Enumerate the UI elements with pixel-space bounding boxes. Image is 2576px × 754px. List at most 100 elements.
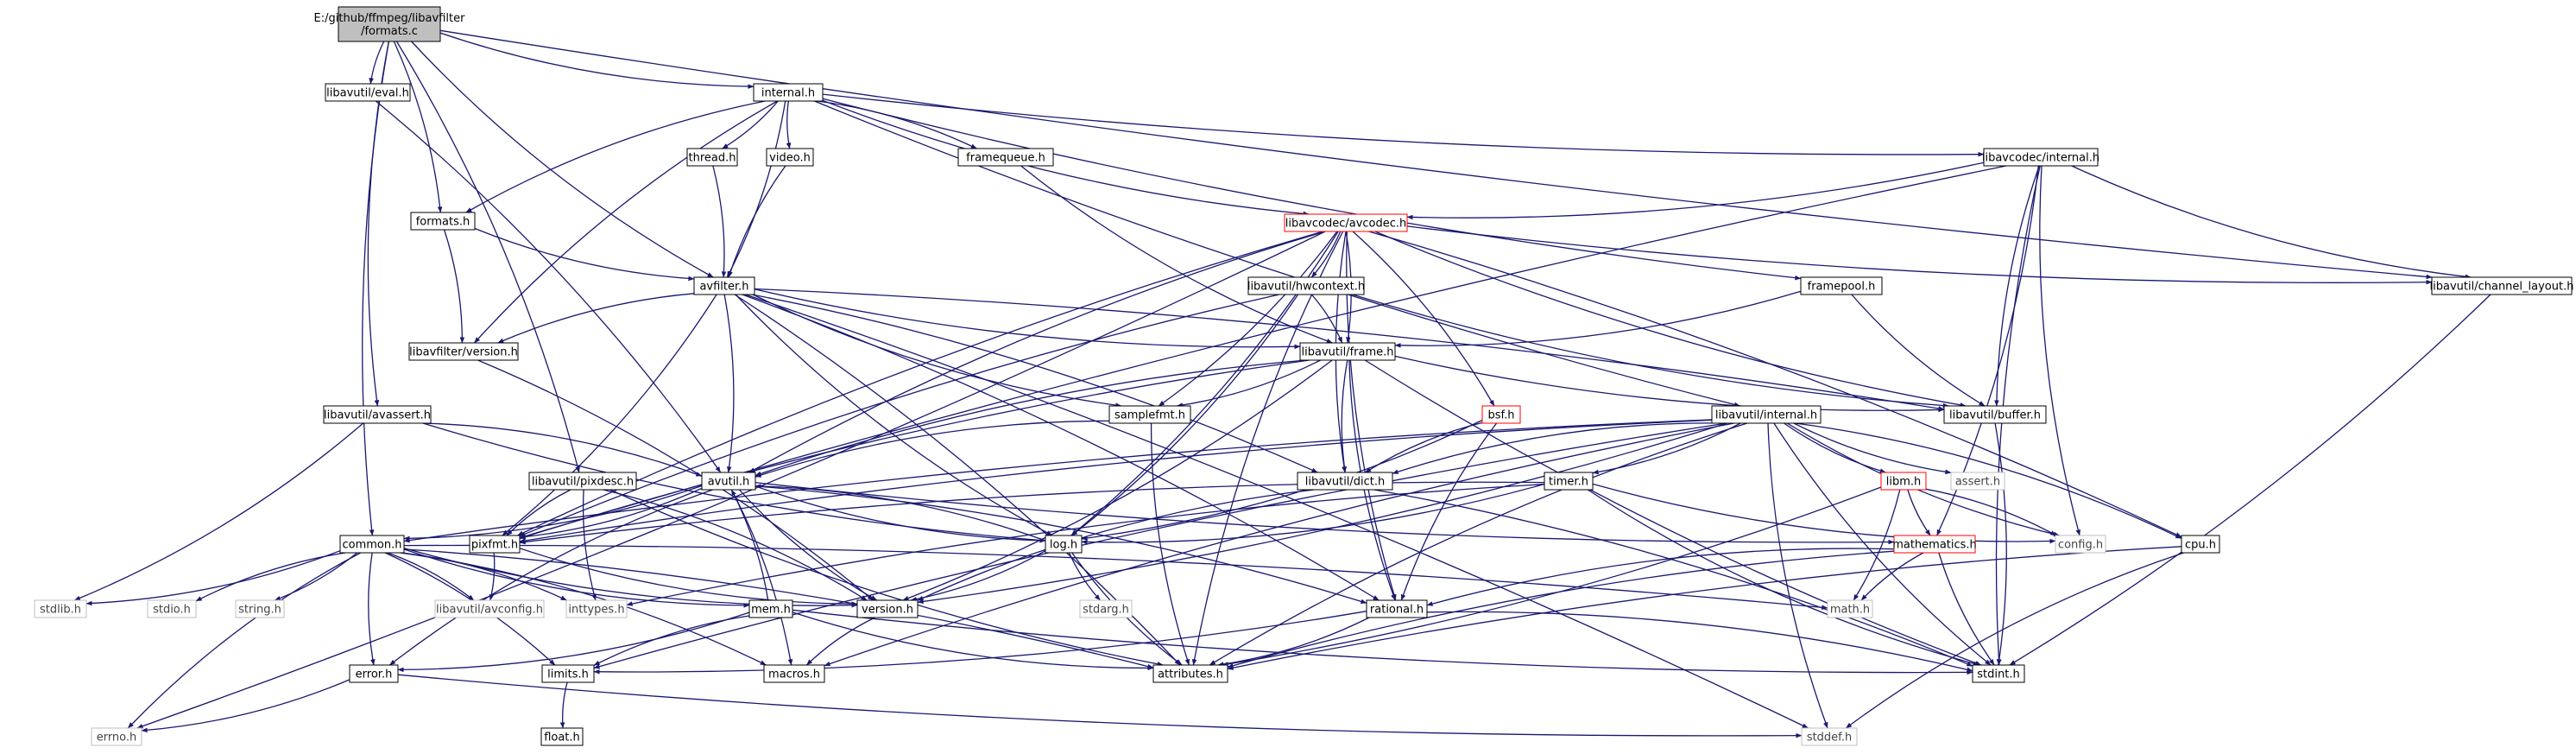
node-label: macros.h bbox=[768, 668, 820, 681]
node-label: E:/github/ffmpeg/libavfilter bbox=[314, 12, 466, 25]
node-pixdesc-h[interactable]: libavutil/pixdesc.h bbox=[528, 472, 637, 491]
node-stdint-h[interactable]: stdint.h bbox=[1972, 664, 2025, 683]
node-label: avutil.h bbox=[708, 476, 750, 489]
edge-lavu_internal_h-to-cpu_h bbox=[1795, 422, 2182, 539]
edge-hwcontext_h-to-buffer_h bbox=[1352, 294, 1949, 409]
edge-frame_h-to-stdint_h bbox=[1364, 359, 1982, 666]
node-formats-c: E:/github/ffmpeg/libavfilter/formats.c bbox=[314, 6, 466, 42]
node-label: libavutil/hwcontext.h bbox=[1247, 281, 1365, 294]
edge-avfilter_h-to-samplefmt_h bbox=[752, 294, 1122, 408]
node-box bbox=[1247, 276, 1365, 295]
node-box bbox=[1880, 472, 1927, 491]
node-box bbox=[753, 83, 824, 102]
edge-formats_c-to-eval_h bbox=[369, 41, 385, 85]
node-mem-h[interactable]: mem.h bbox=[748, 599, 793, 618]
node-box bbox=[469, 535, 521, 554]
node-box bbox=[856, 599, 919, 618]
node-frame-h[interactable]: libavutil/frame.h bbox=[1299, 342, 1396, 361]
node-box bbox=[565, 599, 628, 618]
node-label: bsf.h bbox=[1487, 409, 1514, 422]
node-mathematics-h[interactable]: mathematics.h bbox=[1892, 535, 1977, 554]
node-common-h[interactable]: common.h bbox=[339, 535, 405, 554]
node-video-h[interactable]: video.h bbox=[766, 148, 814, 167]
node-pixfmt-h[interactable]: pixfmt.h bbox=[469, 535, 521, 554]
node-rational-h[interactable]: rational.h bbox=[1366, 599, 1428, 618]
node-version-h[interactable]: version.h bbox=[856, 599, 919, 618]
node-version-lavfi[interactable]: libavfilter/version.h bbox=[408, 342, 519, 361]
edge-mem_h-to-avutil_h bbox=[730, 489, 769, 601]
edge-common_h-to-error_h bbox=[368, 552, 376, 666]
edge-internal_h-to-avcodec_h bbox=[822, 99, 1310, 217]
node-avfilter-h[interactable]: avfilter.h bbox=[693, 276, 755, 295]
node-label: limits.h bbox=[547, 668, 589, 681]
node-attributes-h[interactable]: attributes.h bbox=[1152, 664, 1228, 683]
node-box bbox=[1544, 472, 1594, 491]
node-label: math.h bbox=[1830, 604, 1870, 617]
node-label: common.h bbox=[343, 539, 402, 552]
edge-internal_h-to-avfilter_h bbox=[726, 100, 786, 278]
node-label: samplefmt.h bbox=[1114, 409, 1185, 422]
edge-lavu_internal_h-to-libm_h bbox=[1784, 422, 1886, 473]
node-buffer-h[interactable]: libavutil/buffer.h bbox=[1943, 405, 2047, 424]
edge-avutil_h-to-log_h bbox=[754, 485, 1046, 543]
node-label: inttypes.h bbox=[568, 604, 624, 617]
node-eval-h[interactable]: libavutil/eval.h bbox=[325, 83, 411, 102]
node-lavu-internal-h[interactable]: libavutil/internal.h bbox=[1711, 405, 1822, 424]
node-label: video.h bbox=[769, 152, 811, 165]
node-framequeue-h[interactable]: framequeue.h bbox=[957, 148, 1054, 167]
node-framepool-h[interactable]: framepool.h bbox=[1800, 276, 1883, 295]
edge-frame_h-to-pixfmt_h bbox=[519, 359, 1310, 540]
edge-avfilter_h-to-dict_h bbox=[751, 294, 1318, 473]
edge-error_h-to-stddef_h bbox=[397, 674, 1803, 738]
edge-common_h-to-stdio_h bbox=[195, 552, 346, 602]
edge-timer_h-to-log_h bbox=[1081, 483, 1545, 545]
node-label: config.h bbox=[2058, 539, 2103, 552]
edge-pixdesc_h-to-pixfmt_h bbox=[506, 489, 571, 536]
node-libm-h[interactable]: libm.h bbox=[1880, 472, 1927, 491]
edge-lavu_internal_h-to-macros_h bbox=[824, 422, 1734, 667]
node-error-h[interactable]: error.h bbox=[349, 664, 399, 683]
node-lavc-internal-h[interactable]: libavcodec/internal.h bbox=[1982, 148, 2099, 167]
node-thread-h[interactable]: thread.h bbox=[686, 148, 738, 167]
node-limits-h[interactable]: limits.h bbox=[541, 664, 595, 683]
edge-rational_h-to-limits_h bbox=[593, 611, 1367, 675]
edge-dict_h-to-stdint_h bbox=[1373, 489, 1973, 667]
node-dict-h[interactable]: libavutil/dict.h bbox=[1297, 472, 1393, 491]
file-nodes: E:/github/ffmpeg/libavfilter/formats.c in… bbox=[34, 6, 2574, 746]
node-cpu-h[interactable]: cpu.h bbox=[2181, 535, 2220, 554]
node-channel-layout-h[interactable]: libavutil/channel_layout.h bbox=[2430, 276, 2574, 295]
node-macros-h[interactable]: macros.h bbox=[763, 664, 825, 683]
node-config-h: config.h bbox=[2055, 535, 2106, 554]
node-avcodec-h[interactable]: libavcodec/avcodec.h bbox=[1284, 213, 1408, 232]
node-assert-h: assert.h bbox=[1950, 472, 2005, 491]
node-label: attributes.h bbox=[1158, 668, 1223, 681]
node-label: log.h bbox=[1050, 539, 1077, 552]
edge-formats_c-to-avfilter_h bbox=[411, 41, 714, 278]
node-internal-h[interactable]: internal.h bbox=[753, 83, 824, 102]
node-bsf-h[interactable]: bsf.h bbox=[1481, 405, 1521, 424]
node-label: stdarg.h bbox=[1083, 604, 1129, 617]
node-label: stdint.h bbox=[1977, 668, 2019, 681]
node-box bbox=[528, 472, 637, 491]
edge-bsf_h-to-rational_h bbox=[1400, 422, 1498, 601]
edge-avfilter_h-to-buffer_h bbox=[754, 288, 1945, 411]
node-timer-h[interactable]: timer.h bbox=[1544, 472, 1594, 491]
edge-libm_h-to-mathematics_h bbox=[1907, 489, 1931, 536]
edge-lavu_internal_h-to-stddef_h bbox=[1767, 422, 1828, 729]
edge-lavu_internal_h-to-timer_h bbox=[1592, 422, 1741, 475]
node-box bbox=[540, 727, 584, 746]
node-box bbox=[2055, 535, 2106, 554]
edge-frame_h-to-avutil_h bbox=[754, 359, 1307, 477]
node-hwcontext-h[interactable]: libavutil/hwcontext.h bbox=[1247, 276, 1365, 295]
node-formats-h[interactable]: formats.h bbox=[410, 212, 476, 231]
edge-pixdesc_h-to-version_h bbox=[603, 489, 868, 601]
edge-lavu_internal_h-to-version_h bbox=[917, 422, 1727, 605]
node-box bbox=[408, 342, 519, 361]
node-float-h[interactable]: float.h bbox=[540, 727, 584, 746]
node-avutil-h[interactable]: avutil.h bbox=[701, 472, 756, 491]
node-box bbox=[434, 599, 545, 618]
node-label: formats.h bbox=[416, 216, 470, 229]
node-log-h[interactable]: log.h bbox=[1045, 535, 1083, 554]
node-samplefmt-h[interactable]: samplefmt.h bbox=[1108, 405, 1191, 424]
node-avassert-h[interactable]: libavutil/avassert.h bbox=[323, 405, 432, 424]
